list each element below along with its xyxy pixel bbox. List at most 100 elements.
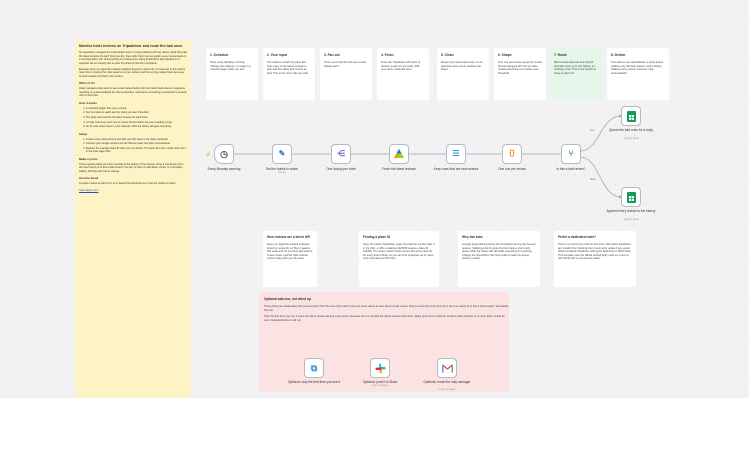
workflow-canvas[interactable]: Monitor hotel reviews on Tripadvisor and… (0, 0, 749, 398)
step-body: Bad reviews take the true branch and als… (554, 61, 597, 75)
info-title: How reviews are a sheet diff (267, 235, 310, 239)
how-step: An IF node routes those to your bad tab,… (86, 125, 187, 128)
branch-true-label: true (590, 128, 595, 132)
code-node[interactable]: {} (502, 144, 522, 164)
how-step: The Apify actor fetches the latest revie… (86, 116, 187, 119)
node-label: One lookup per hotel (326, 167, 356, 171)
step-body: The hotels to watch as place IDs, how ma… (267, 61, 309, 75)
branch-false-label: false (590, 177, 596, 181)
setup-list: Create a free Apify account and add your… (79, 138, 187, 154)
setup-step: Connect your Google account to both Shee… (86, 142, 187, 145)
filter-node[interactable]: ☰ (446, 144, 466, 164)
step-note-shape[interactable]: 6. Shape One row per review, keyed by re… (494, 48, 546, 100)
optional-body-1: These three are deliberately left unconn… (264, 305, 509, 312)
note-title: Monitor hotel reviews on Tripadvisor and… (79, 44, 183, 48)
note-intro: No reputation management subscription an… (79, 51, 187, 65)
node-label: Optional: only the first time you see it (287, 380, 341, 384)
node-sublabel: append: sheet (623, 218, 639, 221)
info-note-dedicated-node[interactable]: Prefer a dedicated node? There is a comm… (554, 231, 636, 287)
step-title: 3. Fan out (324, 53, 340, 57)
trigger-bolt-icon: ⚡ (205, 152, 212, 158)
step-title: 5. Clean (441, 53, 454, 57)
good-text: A review counts as bad if it is at or be… (79, 182, 177, 186)
apify-link[interactable]: https://apify.com/ (79, 188, 99, 192)
sheets-reply-queue-node[interactable] (621, 106, 641, 126)
code-icon: {} (509, 150, 515, 157)
node-sublabel: post: message (372, 384, 388, 387)
good-heading: Good to know (79, 176, 99, 181)
step-body: Turns your hotel list into one review lo… (324, 61, 367, 68)
step-title: 7. Route (554, 53, 568, 57)
who-heading: Who's it for (79, 81, 95, 86)
info-note-place-id[interactable]: Finding a place ID Open the hotel's Trip… (359, 231, 439, 287)
sheets-history-node[interactable] (621, 187, 641, 207)
step-body: Runs every Monday morning. Change the ca… (210, 61, 251, 72)
connection-arrow (619, 195, 622, 199)
step-note-fan-out[interactable]: 3. Fan out Turns your hotel list into on… (320, 48, 372, 100)
step-note-deliver[interactable]: 8. Deliver Two tabs in one spreadsheet: … (607, 48, 669, 100)
google-sheets-icon (626, 110, 636, 122)
node-label: Is this a bad review? (556, 167, 586, 171)
node-label: Optional: post it to Slack (362, 380, 398, 384)
optional-dedupe-node[interactable]: ⧉ (304, 358, 324, 378)
info-title: Why two tabs (462, 235, 483, 239)
note-intro-2: Because each run appends a dated snapsho… (79, 68, 186, 78)
if-node[interactable]: ⑂ (561, 144, 581, 164)
node-label: Keep rows that are real reviews (433, 167, 479, 171)
step-title: 1. Schedule (210, 53, 229, 57)
node-label: Fetch the latest reviews (382, 167, 416, 171)
gmail-icon (441, 363, 453, 373)
google-sheets-icon (626, 191, 636, 203)
info-body: There is a community node for this actor… (558, 243, 632, 260)
make-text: Three upload values sit uncommented at t… (79, 162, 184, 173)
how-list: A schedule trigger fires once a week. Se… (79, 107, 187, 129)
who-text: Hotel managers who want to see a bad rev… (79, 87, 187, 98)
how-step: A Code node keys each row by review ID a… (86, 121, 187, 124)
make-heading: Make it yours (79, 156, 98, 161)
filter-icon: ☰ (452, 149, 460, 158)
connection-line-false (579, 156, 622, 198)
node-sublabel: manual (278, 171, 286, 174)
split-icon: ⋲ (337, 149, 345, 158)
node-label: Optional: email the duty manager (423, 380, 471, 384)
how-step: Set the hotels to watch and the rating y… (86, 111, 187, 114)
info-body: A single appended log buries the complai… (462, 243, 536, 260)
deduplicate-icon: ⧉ (310, 363, 318, 373)
setup-step: Replace the example place ID with your o… (86, 147, 187, 154)
node-label: Append every review to the history (606, 209, 656, 213)
setup-step: Create a free Apify account and add your… (86, 138, 187, 141)
connection-arrow (619, 114, 622, 118)
step-note-clean[interactable]: 5. Clean Keeps only real review rows, so… (437, 48, 489, 100)
step-title: 6. Shape (498, 53, 512, 57)
step-note-route[interactable]: 7. Route Bad reviews take the true branc… (550, 48, 602, 100)
info-note-two-tabs[interactable]: Why two tabs A single appended log burie… (458, 231, 540, 287)
optional-slack-node[interactable] (370, 358, 390, 378)
node-label: One row per review (498, 167, 526, 171)
info-body: Every run appends a dated snapshot keyed… (267, 243, 313, 260)
page-background (0, 398, 749, 450)
overview-sticky-note[interactable]: Monitor hotel reviews on Tripadvisor and… (75, 40, 191, 398)
schedule-trigger-node[interactable]: ◷ (214, 144, 234, 164)
split-out-node[interactable]: ⋲ (331, 144, 351, 164)
step-body: Two tabs in one spreadsheet: a reply que… (611, 61, 664, 75)
step-title: 8. Deliver (611, 53, 626, 57)
step-body: Runs the Tripadvisor API actor to retrie… (381, 61, 421, 72)
step-body: One row per review, keyed by review ID a… (498, 61, 542, 75)
apify-node[interactable] (389, 144, 409, 164)
step-note-fetch[interactable]: 4. Fetch Runs the Tripadvisor API actor … (377, 48, 429, 100)
node-label: Set the hotels to watch (265, 167, 299, 171)
optional-title: Optional add-ons, not wired up (264, 297, 311, 301)
step-note-schedule[interactable]: 1. Schedule Runs every Monday morning. C… (206, 48, 258, 100)
node-sublabel: send: message (438, 388, 456, 391)
info-title: Finding a place ID (363, 235, 391, 239)
node-sublabel: append: sheet (623, 137, 639, 140)
optional-body-2: Only the first time you see it stops the… (264, 315, 505, 322)
step-note-input[interactable]: 2. Your input The hotels to watch as pla… (263, 48, 315, 100)
apify-icon (394, 149, 404, 158)
info-note-sheet-diff[interactable]: How reviews are a sheet diff Every run a… (263, 231, 317, 287)
set-input-node[interactable]: ✎ (272, 144, 292, 164)
node-label: Queue the bad ones for a reply (609, 128, 653, 132)
step-body: Keeps only real review rows, so an upstr… (441, 61, 483, 72)
node-label: Every Monday morning (207, 167, 241, 171)
optional-gmail-node[interactable] (437, 358, 457, 378)
